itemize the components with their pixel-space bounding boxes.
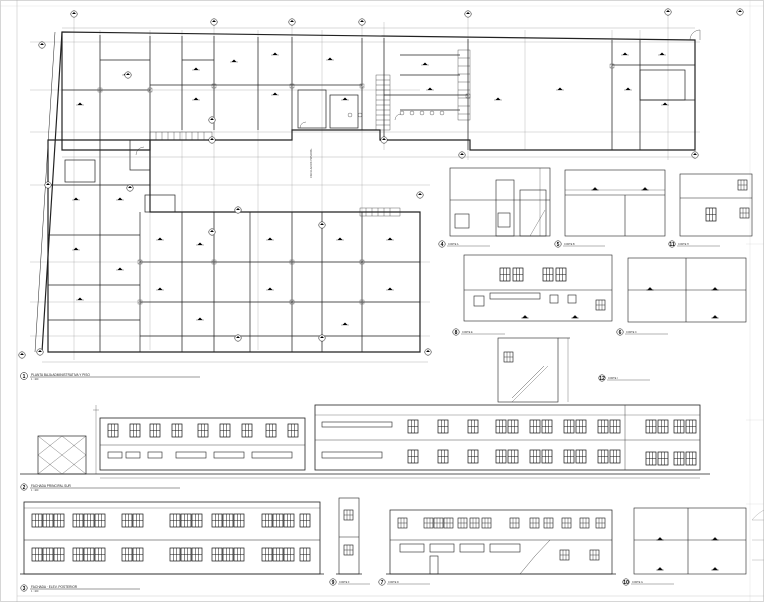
view-title-5: 5 CORTE B bbox=[554, 240, 605, 248]
south-elevation bbox=[20, 404, 710, 479]
svg-text:5: 5 bbox=[557, 242, 560, 248]
svg-text:11: 11 bbox=[669, 242, 675, 248]
svg-text:CORTE F: CORTE F bbox=[339, 581, 350, 584]
view-title-11: 11 CORTE H bbox=[668, 240, 720, 248]
svg-text:CORTE B: CORTE B bbox=[564, 243, 575, 246]
section-10 bbox=[633, 507, 747, 575]
svg-text:12: 12 bbox=[599, 376, 605, 382]
north-elevation bbox=[20, 501, 324, 575]
svg-text:CORTE A: CORTE A bbox=[448, 243, 459, 246]
svg-text:7: 7 bbox=[381, 580, 384, 586]
view-title-north: 3 FACHADA · ELEV. POSTERIOR 1 : 100 bbox=[20, 584, 140, 593]
section-4 bbox=[449, 167, 551, 237]
view-title-8: 8 CORTE E bbox=[452, 328, 505, 336]
svg-text:1: 1 bbox=[23, 374, 26, 380]
floor-plan: CIRCULACION PRINCIPAL bbox=[18, 8, 744, 363]
view-title-south: 2 FACHADA PRINCIPAL SUR 1 : 100 bbox=[20, 483, 180, 492]
svg-text:1 : 100: 1 : 100 bbox=[31, 489, 39, 492]
svg-text:CORTE E: CORTE E bbox=[462, 331, 473, 334]
view-title-7: 7 CORTE D bbox=[378, 578, 430, 586]
svg-text:CORTE G: CORTE G bbox=[632, 581, 643, 584]
svg-text:3: 3 bbox=[23, 586, 26, 592]
section-5 bbox=[564, 169, 666, 237]
svg-text:6: 6 bbox=[619, 330, 622, 336]
svg-text:9: 9 bbox=[332, 580, 335, 586]
svg-text:PLANTA BAJA ADMINISTRATIVA Y P: PLANTA BAJA ADMINISTRATIVA Y PISO bbox=[31, 373, 90, 377]
view-title-12: 12 CORTE I bbox=[598, 374, 650, 382]
svg-text:FACHADA PRINCIPAL SUR: FACHADA PRINCIPAL SUR bbox=[31, 484, 72, 488]
view-title-plan: 1 PLANTA BAJA ADMINISTRATIVA Y PISO 1 : … bbox=[20, 372, 200, 381]
svg-text:2: 2 bbox=[23, 485, 26, 491]
corridor-label: CIRCULACION PRINCIPAL bbox=[310, 148, 313, 178]
svg-text:8: 8 bbox=[455, 330, 458, 336]
view-title-4: 4 CORTE A bbox=[438, 240, 490, 248]
svg-text:10: 10 bbox=[623, 580, 629, 586]
section-8 bbox=[463, 254, 613, 322]
section-11 bbox=[679, 173, 753, 237]
svg-text:CORTE D: CORTE D bbox=[388, 581, 399, 584]
section-9 bbox=[336, 497, 362, 575]
svg-text:1 : 100: 1 : 100 bbox=[31, 378, 39, 381]
svg-text:CORTE H: CORTE H bbox=[678, 243, 689, 246]
svg-text:1 : 100: 1 : 100 bbox=[31, 590, 39, 593]
view-title-9: 9 CORTE F bbox=[329, 578, 370, 586]
view-title-10: 10 CORTE G bbox=[622, 578, 674, 586]
section-12 bbox=[497, 337, 570, 403]
svg-text:4: 4 bbox=[441, 242, 444, 248]
section-6 bbox=[627, 257, 747, 323]
view-title-6: 6 CORTE C bbox=[616, 328, 668, 336]
section-7 bbox=[386, 509, 616, 575]
svg-text:CORTE C: CORTE C bbox=[626, 331, 637, 334]
svg-text:FACHADA · ELEV. POSTERIOR: FACHADA · ELEV. POSTERIOR bbox=[31, 585, 78, 589]
svg-text:CORTE I: CORTE I bbox=[608, 377, 618, 380]
